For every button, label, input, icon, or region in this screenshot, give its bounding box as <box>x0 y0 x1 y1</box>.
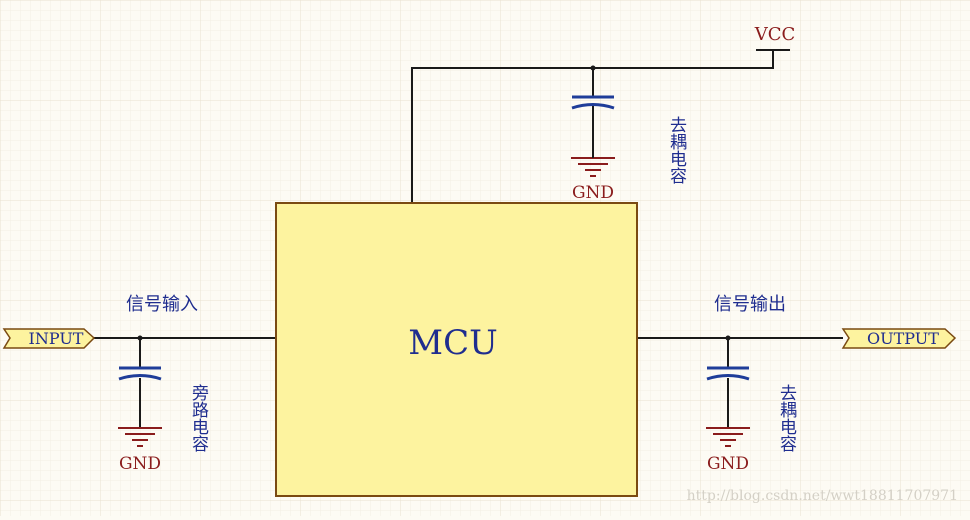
capacitor-right[interactable] <box>706 366 750 381</box>
decoupling-cap-top-label: 去耦电容 <box>666 116 687 184</box>
ground-symbol-left <box>118 427 162 447</box>
capacitor-left[interactable] <box>118 366 162 381</box>
gnd-label-top: GND <box>572 183 614 203</box>
gnd-label-left: GND <box>119 454 161 474</box>
gnd-label-right: GND <box>707 454 749 474</box>
mcu-label: MCU <box>408 323 497 363</box>
decoupling-cap-right-label: 去耦电容 <box>776 384 797 452</box>
watermark: http://blog.csdn.net/wwt18811707971 <box>687 488 958 504</box>
signal-input-label: 信号输入 <box>126 294 198 315</box>
junction-dot-top <box>590 65 596 71</box>
junction-dot-left <box>137 335 143 341</box>
mcu-block[interactable] <box>275 202 638 497</box>
ground-symbol-right <box>706 427 750 447</box>
ground-symbol-top <box>571 150 615 177</box>
input-port-label: INPUT <box>29 329 84 348</box>
output-port[interactable]: OUTPUT <box>841 328 957 349</box>
output-port-label: OUTPUT <box>867 329 939 348</box>
bypass-cap-left-label: 旁路电容 <box>188 384 209 452</box>
input-port[interactable]: INPUT <box>2 328 96 349</box>
vcc-label: VCC <box>754 24 796 45</box>
junction-dot-right <box>725 335 731 341</box>
capacitor-top[interactable] <box>571 95 615 110</box>
signal-output-label: 信号输出 <box>714 294 786 315</box>
